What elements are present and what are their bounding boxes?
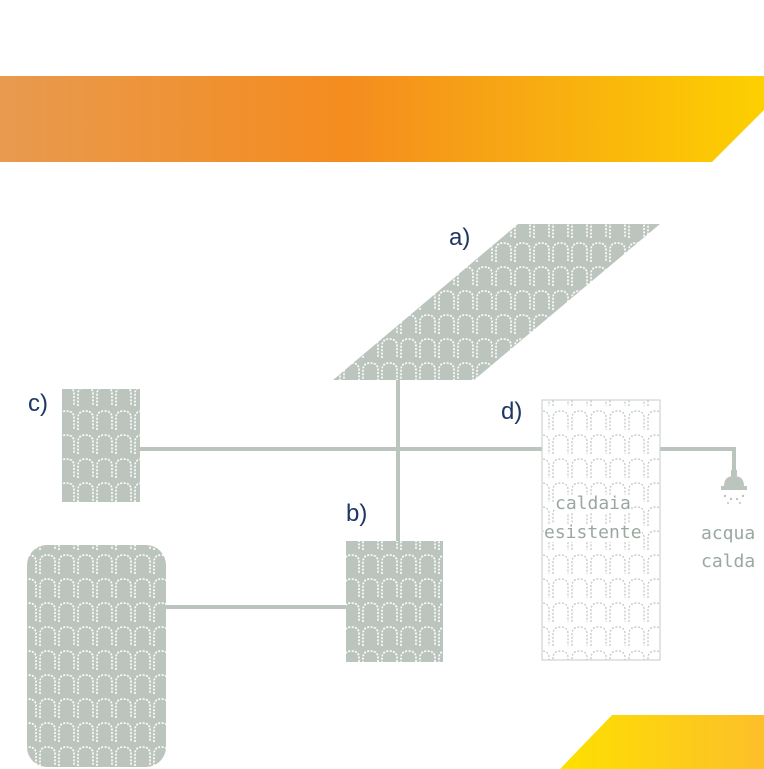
label-b: b) [346, 500, 368, 527]
component-b [346, 541, 443, 662]
hot-water-label-line1: acqua [701, 523, 756, 544]
label-c: c) [28, 390, 48, 417]
bottom-accent [560, 715, 764, 769]
storage-tank [27, 545, 166, 767]
label-d: d) [501, 398, 523, 425]
top-banner [0, 76, 764, 162]
shower-tap-icon [721, 470, 747, 504]
hot-water-label-line2: calda [701, 551, 756, 572]
label-a: a) [449, 224, 471, 251]
solar-collector-a [333, 224, 660, 380]
boiler-label-line2: esistente [544, 522, 642, 543]
component-c [62, 389, 140, 502]
boiler-label-line1: caldaia [555, 493, 631, 514]
connector-lines [140, 378, 736, 609]
